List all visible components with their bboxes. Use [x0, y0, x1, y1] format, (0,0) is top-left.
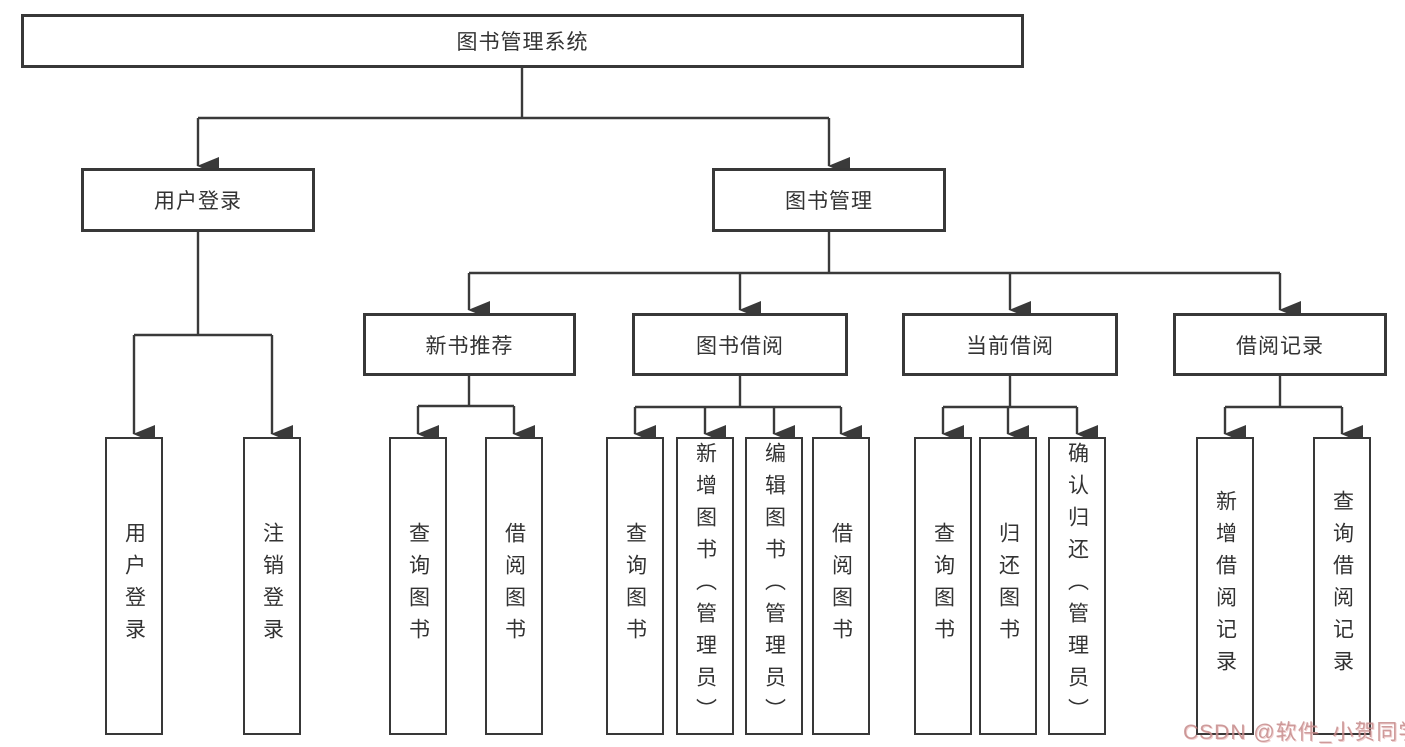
leaf-label: 归还图书: [996, 522, 1020, 650]
node-label: 图书借阅: [696, 334, 784, 358]
node-label: 当前借阅: [966, 334, 1054, 358]
leaf-borrow-books-recommend: 借阅图书: [485, 437, 543, 735]
leaf-confirm-return-admin: 确认归还（管理员）: [1048, 437, 1106, 735]
leaf-label: 借阅图书: [502, 522, 526, 650]
leaf-query-books-borrow: 查询图书: [606, 437, 664, 735]
leaf-label: 查询借阅记录: [1330, 490, 1354, 682]
node-label: 用户登录: [154, 190, 242, 213]
node-borrow-records: 借阅记录: [1173, 313, 1387, 376]
node-label: 新书推荐: [425, 334, 514, 358]
leaf-logout: 注销登录: [243, 437, 301, 735]
node-book-management: 图书管理: [712, 168, 946, 232]
leaf-label: 用户登录: [122, 522, 146, 650]
node-user-login: 用户登录: [81, 168, 315, 232]
node-new-book-recommend: 新书推荐: [363, 313, 576, 376]
leaf-label: 编辑图书（管理员）: [762, 442, 786, 730]
node-label: 图书管理: [785, 190, 873, 213]
leaf-query-books-recommend: 查询图书: [389, 437, 447, 735]
leaf-query-borrow-record: 查询借阅记录: [1313, 437, 1371, 735]
leaf-label: 注销登录: [260, 522, 284, 650]
leaf-label: 确认归还（管理员）: [1065, 442, 1089, 730]
node-library-management-system: 图书管理系统: [21, 14, 1024, 68]
node-label: 图书管理系统: [456, 31, 589, 54]
leaf-label: 新增借阅记录: [1213, 490, 1237, 682]
node-label: 借阅记录: [1236, 334, 1324, 358]
node-current-borrow: 当前借阅: [902, 313, 1118, 376]
node-book-borrow: 图书借阅: [632, 313, 848, 376]
leaf-label: 查询图书: [623, 522, 647, 650]
csdn-watermark: CSDN @软件_小贺同学: [1183, 721, 1405, 744]
leaf-borrow-books: 借阅图书: [812, 437, 870, 735]
leaf-user-login: 用户登录: [105, 437, 163, 735]
leaf-add-book-admin: 新增图书（管理员）: [676, 437, 734, 735]
leaf-query-books-current: 查询图书: [914, 437, 972, 735]
leaf-label: 借阅图书: [829, 522, 853, 650]
leaf-label: 查询图书: [931, 522, 955, 650]
leaf-label: 新增图书（管理员）: [693, 442, 717, 730]
leaf-label: 查询图书: [406, 522, 430, 650]
leaf-return-books: 归还图书: [979, 437, 1037, 735]
leaf-edit-book-admin: 编辑图书（管理员）: [745, 437, 803, 735]
leaf-add-borrow-record: 新增借阅记录: [1196, 437, 1254, 735]
